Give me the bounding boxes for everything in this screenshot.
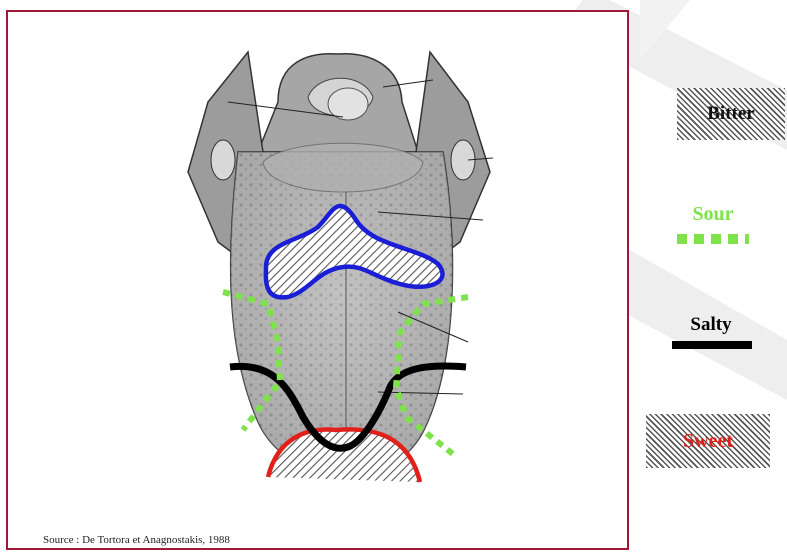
legend-bitter: Bitter [677,88,785,140]
legend-bitter-label: Bitter [677,88,785,140]
tongue-diagram [168,42,508,502]
source-caption: Source : De Tortora et Anagnostakis, 198… [43,534,230,546]
legend-sweet-label: Sweet [646,414,770,468]
epiglottis [258,54,418,152]
legend-salty-swatch [672,341,752,349]
legend-sweet: Sweet [646,414,770,468]
legend-sour-label: Sour [672,200,754,228]
figure-frame: Source : De Tortora et Anagnostakis, 198… [6,10,629,550]
legend-sour: Sour [672,200,754,250]
legend-salty-label: Salty [670,312,752,338]
legend-sour-swatch [677,234,749,244]
legend-salty: Salty [670,312,752,352]
